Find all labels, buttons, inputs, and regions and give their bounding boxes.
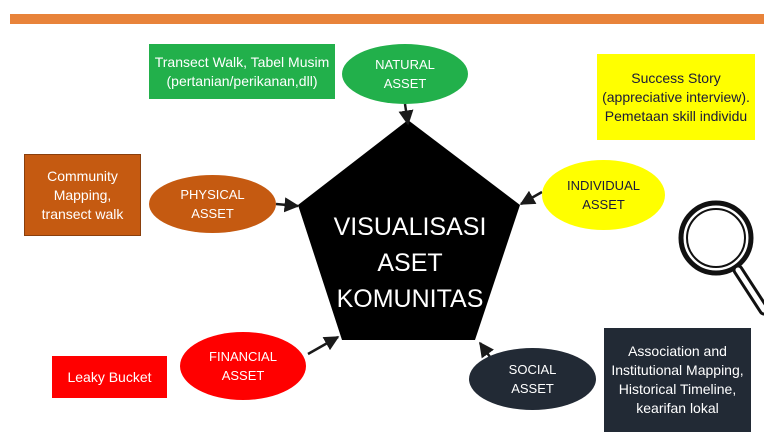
social-method-box: Association and Institutional Mapping, H… (604, 328, 751, 432)
natural-method-box: Transect Walk, Tabel Musim (pertanian/pe… (149, 44, 335, 99)
top-accent-bar (10, 14, 764, 24)
financial-method-box: Leaky Bucket (52, 356, 167, 398)
social-asset-ellipse: SOCIAL ASSET (469, 348, 596, 410)
physical-method-box: Community Mapping, transect walk (24, 154, 141, 236)
arrow-individual (519, 190, 543, 206)
magnifying-glass-icon (678, 185, 764, 316)
arrow-financial (307, 335, 340, 356)
individual-asset-ellipse: INDIVIDUAL ASSET (542, 160, 665, 230)
individual-method-box: Success Story (appreciative interview). … (597, 54, 755, 140)
natural-asset-ellipse: NATURAL ASSET (342, 44, 468, 104)
arrow-natural (398, 103, 414, 126)
arrow-physical (275, 197, 300, 213)
financial-asset-ellipse: FINANCIAL ASSET (180, 332, 306, 400)
physical-asset-ellipse: PHYSICAL ASSET (149, 175, 276, 233)
center-title: VISUALISASI ASET KOMUNITAS (333, 213, 487, 313)
center-pentagon (298, 120, 520, 340)
arrow-social (478, 341, 494, 359)
